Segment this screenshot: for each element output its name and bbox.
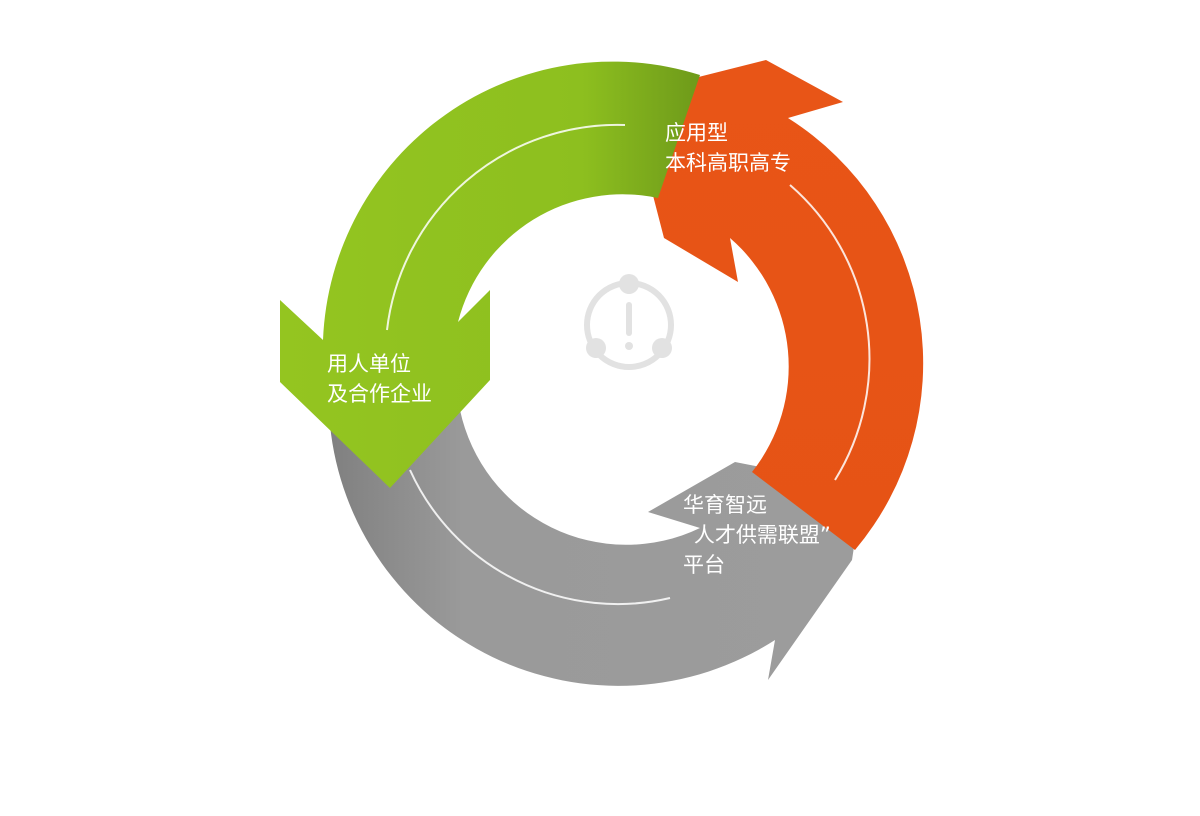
employers-label-line-2: 及合作企业 <box>327 382 432 406</box>
schools-arrow-body <box>627 60 924 550</box>
employers-label-line-1: 用人单位 <box>327 352 411 376</box>
platform-label: 华育智远 “人才供需联盟” 平台 <box>683 490 831 580</box>
platform-arrow-highlight <box>409 469 671 606</box>
schools-arrow <box>627 60 924 550</box>
platform-arrow-body <box>330 410 863 686</box>
platform-label-line-3: 平台 <box>683 553 725 577</box>
platform-label-line-2: “人才供需联盟” <box>683 523 831 547</box>
employers-label: 用人单位 及合作企业 <box>327 349 432 409</box>
employers-arrow-body <box>280 61 700 488</box>
schools-label-line-2: 本科高职高专 <box>665 151 791 175</box>
platform-label-line-1: 华育智远 <box>683 493 767 517</box>
network-alert-icon <box>584 274 674 370</box>
schools-arrow-highlight <box>789 184 871 481</box>
employers-arrow <box>280 61 700 488</box>
employers-arrow-highlight <box>386 123 626 331</box>
platform-arrow <box>330 410 863 686</box>
schools-label-line-1: 应用型 <box>665 121 728 145</box>
schools-label: 应用型 本科高职高专 <box>665 118 791 178</box>
